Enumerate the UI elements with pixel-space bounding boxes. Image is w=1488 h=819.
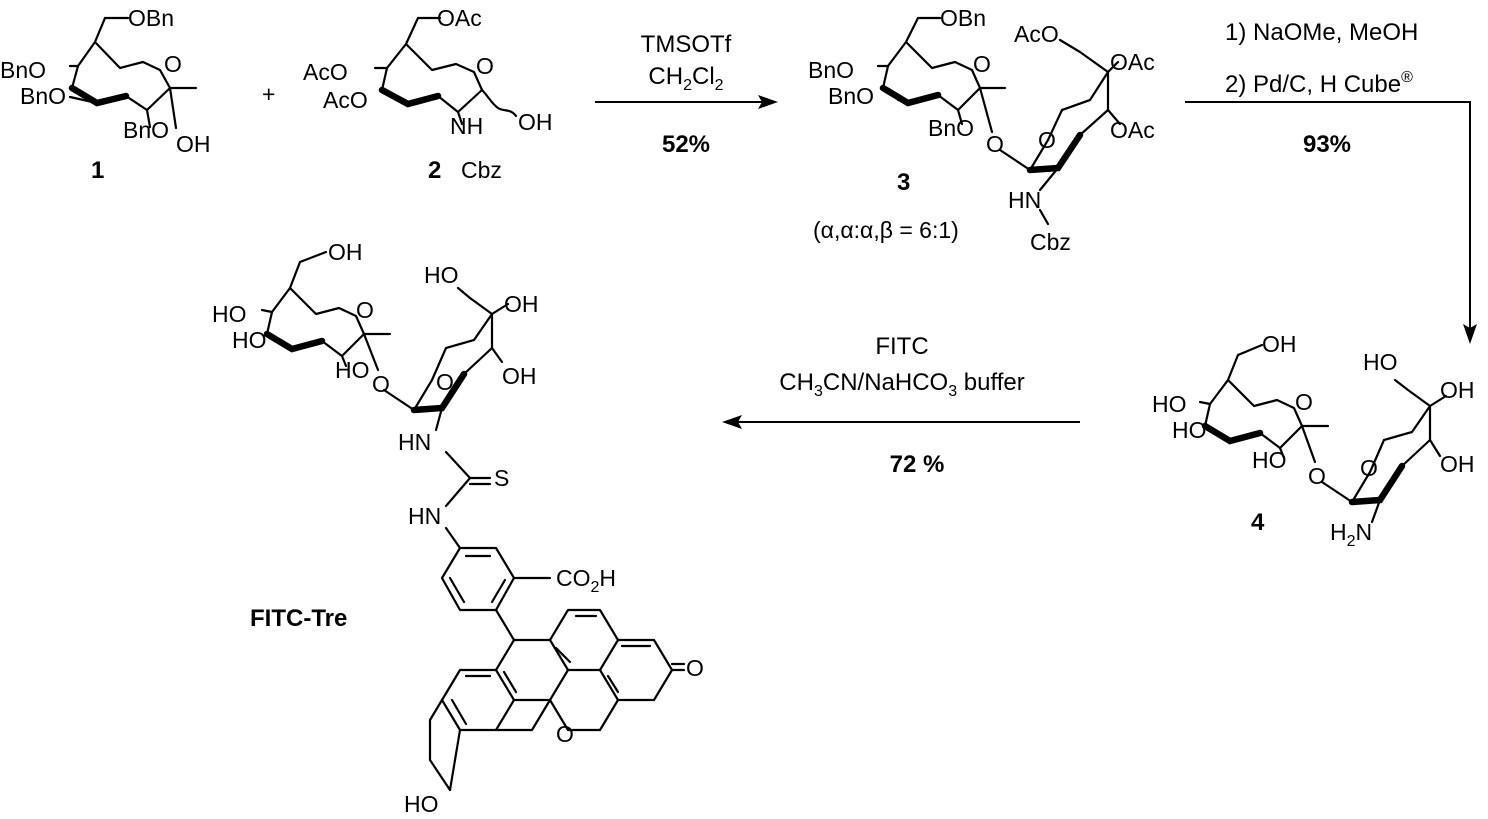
- compound-2-cbz: Cbz: [461, 157, 502, 183]
- step2-line1: 1) NaOMe, MeOH: [1225, 19, 1418, 46]
- fitc-tre-co2h: CO2H: [556, 565, 616, 596]
- reaction-arrow-1: [595, 95, 778, 109]
- compound-2-oh: OH: [518, 109, 553, 135]
- compound-1-bno3: BnO: [20, 83, 66, 109]
- fitc-tre: OH HO HO O HO O HO OH O OH HN S HN CO2H …: [212, 239, 704, 817]
- compound-3-bno4: BnO: [808, 57, 854, 83]
- compound-4-ho6b: HO: [1363, 349, 1398, 375]
- compound-2-nh: NH: [450, 113, 483, 139]
- compound-1-obn6: OBn: [128, 5, 174, 31]
- step3-reagent: FITC: [875, 333, 928, 360]
- compound-3-oac3: OAc: [1110, 117, 1155, 143]
- compound-3-o-link: O: [986, 131, 1004, 157]
- step2-yield: 93%: [1303, 131, 1351, 158]
- compound-4-ho4: HO: [1152, 391, 1187, 417]
- compound-4-oh3b: OH: [1440, 451, 1475, 477]
- compound-3-hn: HN: [1008, 187, 1041, 213]
- reaction-arrow-3: [722, 415, 1080, 429]
- fitc-tre-ho4: HO: [212, 301, 247, 327]
- compound-4-o-ring2: O: [1360, 455, 1378, 481]
- compound-3-bonds: [876, 16, 1122, 226]
- compound-2-o-ring: O: [476, 53, 494, 79]
- compound-1-bno2: BnO: [123, 117, 169, 143]
- fitc-tre-ho6b: HO: [424, 262, 459, 288]
- step1-solvent: CH2Cl2: [648, 63, 723, 94]
- compound-1-number: 1: [91, 157, 104, 184]
- compound-3-o-ring2: O: [1038, 127, 1056, 153]
- fitc-tre-ho3: HO: [232, 327, 267, 353]
- fitc-tre-o-ring2: O: [436, 369, 454, 395]
- compound-3-bno2: BnO: [928, 115, 974, 141]
- fitc-tre-o-link: O: [372, 371, 390, 397]
- compound-1: OBn BnO BnO O BnO OH 1: [0, 5, 211, 184]
- reaction-arrow-2: [1185, 101, 1477, 344]
- compound-3-number: 3: [897, 169, 910, 196]
- compound-3-cbz: Cbz: [1030, 229, 1071, 255]
- compound-3-aco6: AcO: [1014, 21, 1059, 47]
- fitc-tre-fluorescein-bonds: [428, 546, 686, 792]
- compound-4-ho2: HO: [1252, 447, 1287, 473]
- fitc-tre-ho2: HO: [335, 357, 370, 383]
- step3-solvent: CH3CN/NaHCO3 buffer: [779, 369, 1024, 400]
- compound-1-bno4: BnO: [0, 57, 46, 83]
- fitc-tre-s: S: [494, 465, 509, 491]
- fitc-tre-xanthene-o: O: [556, 721, 574, 747]
- fitc-tre-hn2: HN: [408, 503, 441, 529]
- fitc-tre-ketone-o: O: [686, 655, 704, 681]
- compound-4: OH HO HO O HO O HO OH O OH H2N 4: [1152, 331, 1475, 550]
- compound-3-bno3: BnO: [828, 83, 874, 109]
- compound-3-ratio: (α,α:α,β = 6:1): [813, 217, 959, 243]
- compound-1-oh: OH: [176, 131, 211, 157]
- plus-sign: +: [262, 81, 275, 107]
- compound-1-bonds: [68, 16, 198, 130]
- fitc-tre-ho-phenol: HO: [404, 791, 439, 817]
- compound-4-h2n: H2N: [1330, 519, 1372, 550]
- compound-2: OAc AcO AcO O NH OH Cbz 2: [303, 5, 553, 184]
- fitc-tre-thiourea-bonds: [444, 450, 492, 550]
- compound-2-aco3: AcO: [323, 87, 368, 113]
- compound-4-oh6: OH: [1262, 331, 1297, 357]
- step1-reagent: TMSOTf: [641, 31, 732, 58]
- fitc-tre-oh6: OH: [328, 239, 363, 265]
- step2-line2: 2) Pd/C, H Cube®: [1225, 69, 1413, 98]
- fitc-tre-name: FITC-Tre: [250, 605, 347, 632]
- fitc-tre-hn1: HN: [398, 429, 431, 455]
- compound-3-o-ring: O: [973, 51, 991, 77]
- compound-3: OBn BnO BnO O BnO O AcO OAc O OAc HN Cbz…: [808, 5, 1155, 255]
- compound-4-ho3: HO: [1172, 417, 1207, 443]
- compound-4-bonds: [1198, 343, 1448, 524]
- compound-2-bonds: [373, 16, 518, 126]
- compound-1-o-ring: O: [164, 51, 182, 77]
- compound-2-aco4: AcO: [303, 59, 348, 85]
- compound-4-number: 4: [1251, 509, 1265, 536]
- fitc-tre-oh3b: OH: [502, 363, 537, 389]
- compound-4-o-link: O: [1308, 463, 1326, 489]
- compound-3-oac4: OAc: [1110, 49, 1155, 75]
- fitc-tre-o-ring: O: [356, 297, 374, 323]
- fitc-tre-trehalose-bonds: [260, 250, 510, 432]
- fitc-tre-oh4b: OH: [504, 291, 539, 317]
- compound-4-o-ring: O: [1295, 389, 1313, 415]
- step3-yield: 72 %: [890, 451, 945, 478]
- compound-2-number: 2: [428, 157, 441, 184]
- compound-4-oh4b: OH: [1440, 377, 1475, 403]
- compound-3-obn6: OBn: [940, 5, 986, 31]
- step1-yield: 52%: [662, 131, 710, 158]
- compound-2-oac6: OAc: [437, 5, 482, 31]
